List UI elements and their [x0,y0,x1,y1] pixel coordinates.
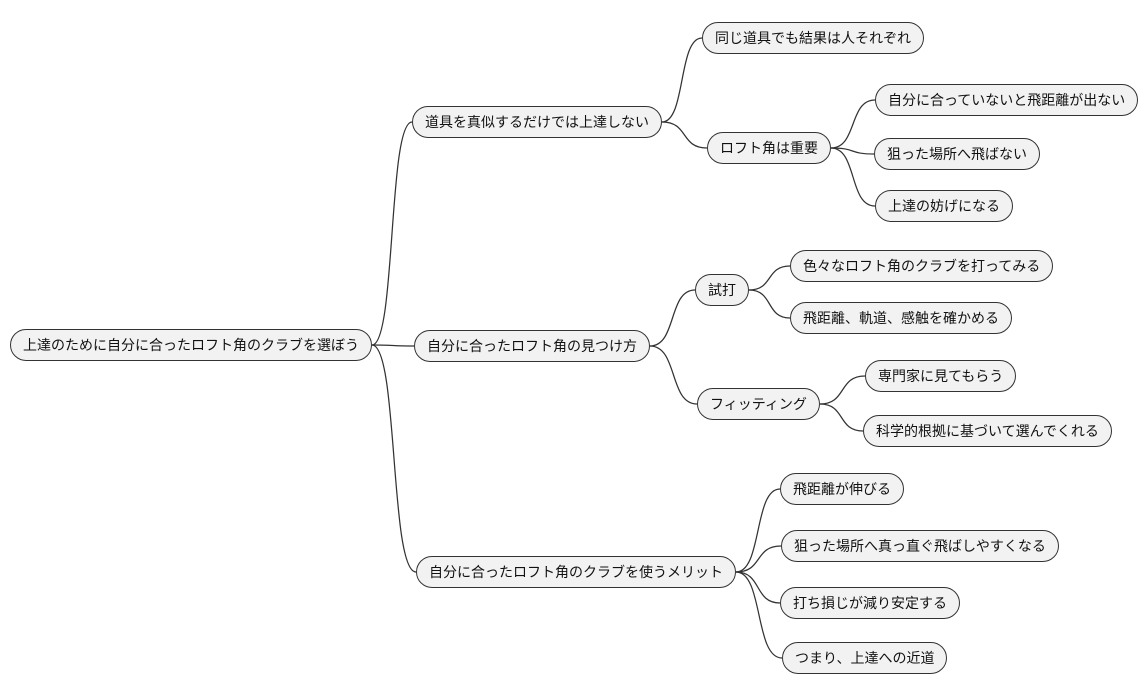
edge-merits-shortcut-to-improvement [735,571,783,659]
mindmap-node-fitting: フィッティング [697,387,820,421]
edge-trial-hitting-check-distance-feel [748,289,791,319]
mindmap-node-how-to-find: 自分に合ったロフト角の見つけ方 [414,329,650,363]
edge-fitting-science-based-choice [819,403,864,432]
edge-merits-straighter-shots [735,545,782,573]
mindmap-node-straighter-shots: 狙った場所へ真っ直ぐ飛ばしやすくなる [781,529,1059,563]
mindmap-node-try-various-lofts: 色々なロフト角のクラブを打ってみる [790,249,1054,283]
mindmap-node-same-tool-diff-results: 同じ道具でも結果は人それぞれ [702,21,924,55]
edge-how-to-find-fitting [649,345,698,405]
edge-trial-hitting-try-various-lofts [748,265,791,291]
mindmap-node-not-fly-to-target: 狙った場所へ飛ばない [874,137,1040,171]
edge-loft-angle-important-not-fly-to-target [830,147,875,155]
mindmap-node-distance-increases: 飛距離が伸びる [780,472,904,506]
mindmap-node-loft-angle-important: ロフト角は重要 [707,131,831,165]
edge-root-how-to-find [371,344,415,347]
edge-merits-fewer-mishits [735,571,781,604]
mindmap-node-check-distance-feel: 飛距離、軌道、感触を確かめる [790,301,1012,335]
mindmap-node-root: 上達のために自分に合ったロフト角のクラブを選ぼう [10,328,372,362]
edge-fitting-expert-check [819,375,866,405]
edge-root-merits [371,344,417,573]
mindmap-node-trial-hitting: 試打 [695,273,749,307]
edge-tool-imitation-same-tool-diff-results [661,37,703,123]
mindmap-node-science-based-choice: 科学的根拠に基づいて選んでくれる [863,414,1112,448]
mindmap-node-merits: 自分に合ったロフト角のクラブを使うメリット [416,555,736,589]
mindmap-node-no-distance: 自分に合っていないと飛距離が出ない [875,83,1139,117]
mindmap-node-expert-check: 専門家に見てもらう [865,359,1017,393]
mindmap-node-shortcut-to-improvement: つまり、上達への近道 [782,641,948,675]
mindmap-node-tool-imitation: 道具を真似するだけでは上達しない [412,105,662,139]
mindmap-node-fewer-mishits: 打ち損じが減り安定する [780,586,960,620]
mindmap-node-hinders-improvement: 上達の妨げになる [875,189,1013,223]
edge-loft-angle-important-hinders-improvement [830,147,876,207]
edge-how-to-find-trial-hitting [649,289,696,347]
edge-loft-angle-important-no-distance [830,99,876,149]
edge-tool-imitation-loft-angle-important [661,121,708,149]
edge-root-tool-imitation [371,121,413,346]
edge-merits-distance-increases [735,488,781,573]
